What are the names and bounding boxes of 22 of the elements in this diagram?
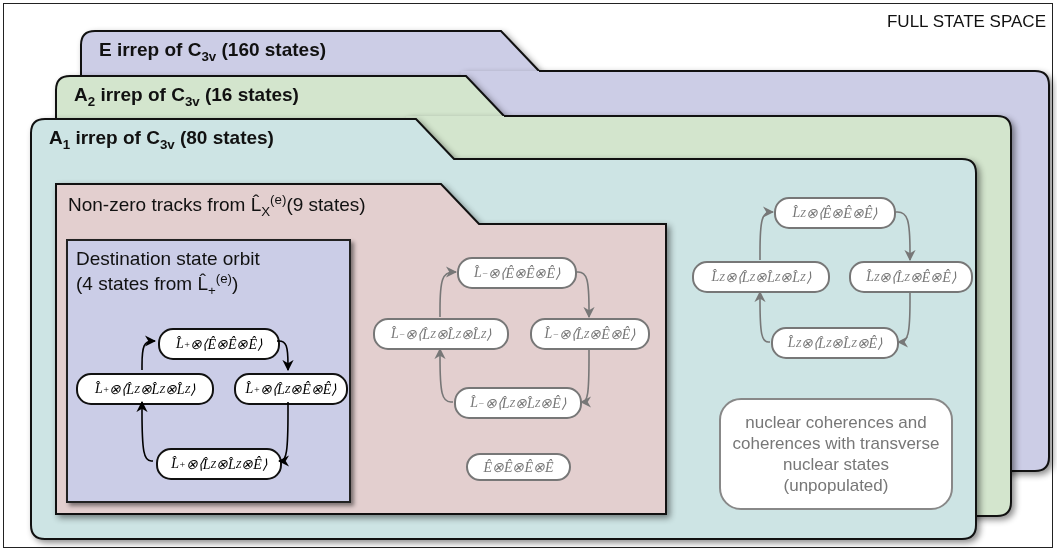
state-space-frame (3, 3, 1053, 548)
orbit-heading: Destination state orbit (4 states from L̂$_{+}$$^{(e)}$) (76, 247, 261, 300)
state-node: Ê⊗Ê⊗Ê⊗Ê (466, 453, 571, 481)
cycle-arrow (575, 271, 595, 319)
cycle-arrow (896, 291, 911, 348)
cycle-arrow (579, 348, 592, 408)
frame-title: FULL STATE SPACE (886, 12, 1046, 32)
note-box: nuclear coherences and coherences with transverse nuclear states (unpopulated) (719, 398, 953, 510)
folder-heading: A$_{2}$ irrep of C$_{3v}$ (16 states) (74, 84, 299, 109)
orbit-panel (66, 239, 351, 503)
cycle-arrow (754, 290, 771, 343)
cycle-arrow (141, 335, 157, 371)
folder-heading: Non-zero tracks from L̂$_{X}$$^{(e)}$(9 states) (68, 192, 366, 220)
cycle-arrow (277, 401, 290, 467)
folder-heading: A$_{1}$ irrep of C$_{3v}$ (80 states) (49, 127, 274, 152)
folder-heading: E irrep of C$_{3v}$ (160 states) (99, 39, 327, 64)
cycle-arrow (439, 266, 458, 318)
cycle-arrow (894, 211, 916, 262)
cycle-arrow (276, 340, 294, 372)
cycle-arrow (136, 400, 154, 462)
cycle-arrow (759, 206, 775, 261)
cycle-arrow (434, 347, 454, 403)
